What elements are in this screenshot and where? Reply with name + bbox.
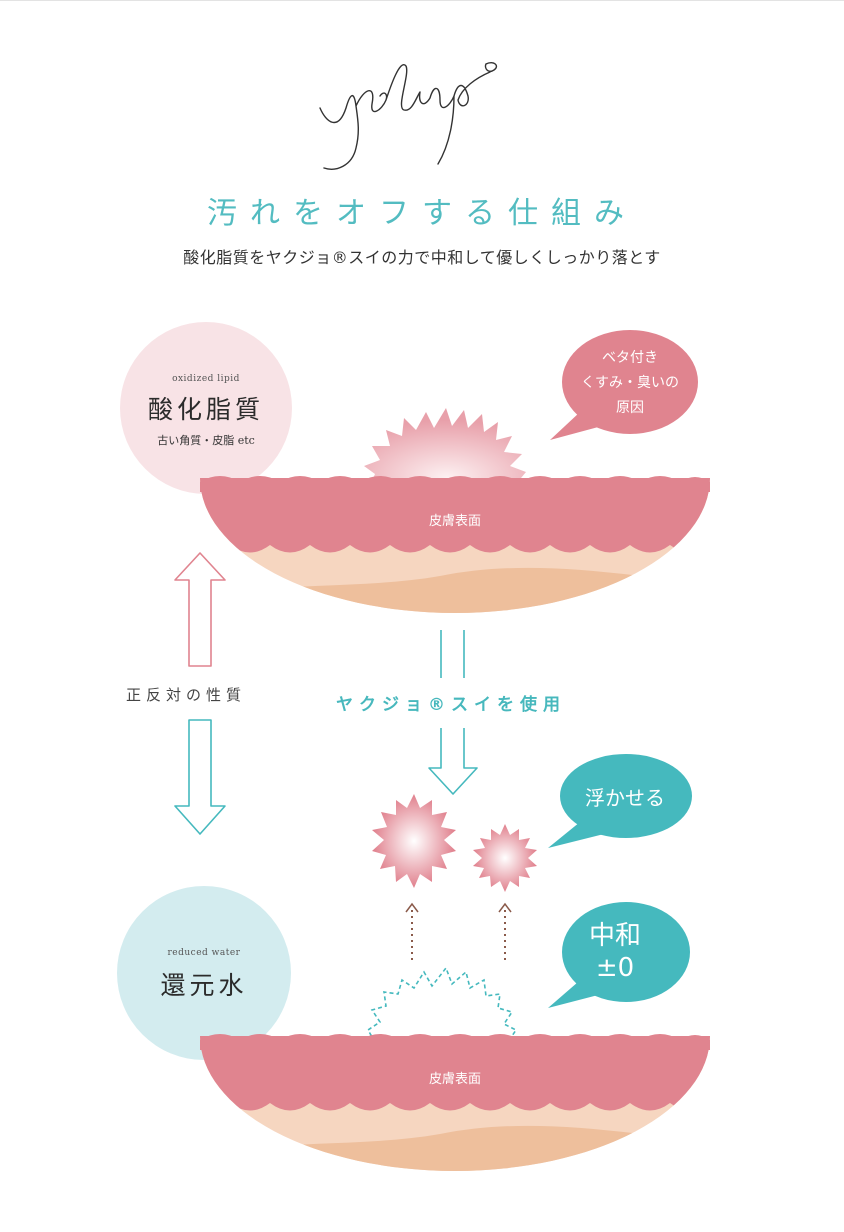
pink-bubble-line-1: ベタ付き	[602, 350, 658, 366]
use-yakujo-sui-label: ヤクジョ®スイを使用	[336, 695, 566, 715]
float-bubble-text: 浮かせる	[585, 786, 665, 810]
page-subtitle: 酸化脂質をヤクジョ®スイの力で中和して優しくしっかり落とす	[183, 248, 661, 267]
reduced-water-circle: reduced water 還元水	[117, 886, 291, 1060]
oxidized-lipid-spiky-mark	[364, 408, 530, 490]
opposite-nature-arrow	[174, 552, 226, 835]
page-title: 汚れをオフする仕組み	[207, 196, 637, 231]
neutralize-speech-bubble	[548, 902, 690, 1008]
neutralized-lipid-wave	[366, 966, 518, 1043]
floating-lipid-particles	[372, 794, 537, 892]
use-down-arrow	[428, 630, 478, 795]
pink-speech-bubble	[550, 330, 698, 440]
bottom-skin-surface-label: 皮膚表面	[428, 1072, 481, 1087]
bottom-skin-diagram	[200, 966, 710, 1171]
opposite-nature-label: 正反対の性質	[126, 686, 247, 704]
oxidized-lipid-detail: 古い角質・皮脂 etc	[157, 434, 255, 447]
reduced-water-title: 還元水	[160, 971, 248, 1000]
oxidized-lipid-circle: oxidized lipid 酸化脂質 古い角質・皮脂 etc	[120, 322, 292, 494]
oxidized-lipid-english: oxidized lipid	[172, 374, 240, 384]
neutralize-bubble-text: 中和 ±0	[560, 920, 670, 984]
neutralize-line-2: ±0	[595, 953, 635, 983]
pink-bubble-line-2: くすみ・臭いの	[581, 375, 679, 391]
lipid-particle-large	[372, 794, 456, 888]
top-skin-surface-label: 皮膚表面	[428, 514, 481, 529]
lipid-particle-small	[473, 824, 537, 892]
brand-logo	[319, 61, 498, 170]
neutralize-line-1: 中和	[588, 921, 641, 951]
reduced-water-english: reduced water	[167, 948, 241, 958]
dotted-up-arrows	[405, 902, 512, 962]
oxidized-lipid-title: 酸化脂質	[147, 395, 264, 424]
pink-bubble-line-3: 原因	[616, 400, 644, 416]
top-skin-diagram	[200, 408, 710, 613]
float-speech-bubble	[548, 754, 692, 848]
top-divider	[0, 0, 844, 1]
pink-bubble-text: ベタ付き くすみ・臭いの 原因	[566, 346, 694, 421]
